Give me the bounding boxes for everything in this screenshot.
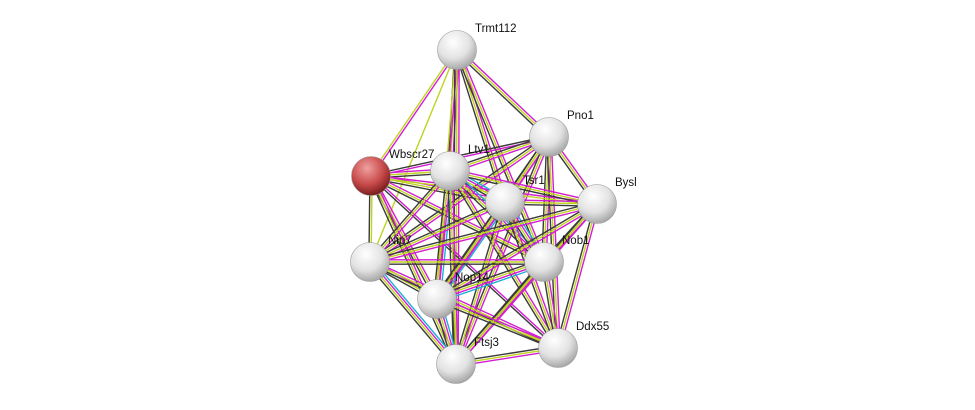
- edge-line-experiments: [437, 296, 560, 347]
- node-sphere[interactable]: [538, 328, 578, 368]
- node-label: Nop14: [455, 272, 489, 284]
- edge-line-textmining: [548, 136, 559, 349]
- edge-line-coexpression: [453, 260, 543, 364]
- node-bysl[interactable]: Bysl: [577, 177, 637, 224]
- edge-bysl-nip7[interactable]: [369, 201, 598, 265]
- edge-line-textmining: [449, 170, 457, 365]
- edge-line-textmining: [369, 201, 506, 263]
- edge-line-coexpression: [555, 203, 596, 348]
- node-sphere[interactable]: [417, 279, 457, 319]
- edge-line-experiments: [458, 47, 551, 136]
- edge-line-textmining: [368, 262, 456, 366]
- edge-trmt112-pno1[interactable]: [455, 47, 551, 140]
- edge-nip7-ftsj3[interactable]: [366, 259, 460, 367]
- edge-line-experiments: [371, 171, 453, 264]
- edge-trmt112-nip7[interactable]: [369, 49, 458, 263]
- edge-ltv1-nip7[interactable]: [367, 169, 453, 264]
- edge-line-textmining: [449, 170, 598, 205]
- edge-line-coexpression: [433, 199, 503, 298]
- edge-line-experiments: [457, 50, 460, 365]
- node-wbscr27[interactable]: Wbscr27: [351, 149, 435, 196]
- edge-line-experiments: [370, 260, 458, 364]
- node-sphere[interactable]: [436, 344, 476, 384]
- node-nop14[interactable]: Nop14: [417, 272, 490, 319]
- node-sphere[interactable]: [351, 156, 391, 196]
- edge-line-textmining: [455, 136, 550, 365]
- edge-trmt112-wbscr27[interactable]: [369, 48, 459, 178]
- edge-line-databases: [439, 203, 509, 302]
- node-nob1[interactable]: Nob1: [524, 235, 590, 282]
- edge-line-textmining: [369, 170, 451, 263]
- node-trmt112[interactable]: Trmt112: [437, 23, 517, 70]
- edge-line-experiments: [450, 168, 598, 203]
- edge-line-textmining: [369, 49, 458, 263]
- edge-line-coexpression: [541, 136, 548, 262]
- edge-line-experiments: [437, 205, 599, 302]
- edge-line-textmining: [436, 298, 559, 349]
- edge-line-coexpression: [368, 176, 455, 366]
- edge-line-coexpression: [368, 134, 549, 261]
- edge-line-coexpression: [435, 201, 597, 298]
- node-sphere[interactable]: [577, 184, 617, 224]
- node-label: Bysl: [615, 177, 637, 189]
- edge-line-experiments: [550, 136, 561, 348]
- node-label: Ftsj3: [474, 337, 499, 349]
- edge-line-experiments: [559, 204, 600, 349]
- edge-line-textmining: [369, 48, 457, 176]
- edge-line-textmining: [369, 203, 598, 263]
- node-label: Trmt112: [475, 23, 517, 35]
- edge-line-experiments: [457, 137, 552, 366]
- node-label: Pno1: [567, 110, 594, 122]
- edge-line-experiments: [371, 173, 546, 261]
- edge-line-coexpression: [368, 199, 505, 261]
- node-label: Nip7: [388, 235, 412, 247]
- edge-line-coexpression: [369, 201, 597, 261]
- node-sphere[interactable]: [485, 182, 525, 222]
- node-sphere[interactable]: [430, 151, 470, 191]
- node-tsr1[interactable]: Tsr1: [485, 175, 545, 222]
- node-sphere[interactable]: [524, 242, 564, 282]
- edge-line-experiments: [371, 50, 459, 178]
- edge-bysl-nop14[interactable]: [435, 201, 599, 302]
- edge-bysl-ddx55[interactable]: [555, 203, 600, 349]
- edge-line-coexpression: [447, 171, 455, 365]
- node-ddx55[interactable]: Ddx55: [538, 321, 610, 368]
- node-sphere[interactable]: [350, 242, 390, 282]
- edge-line-textmining: [456, 49, 550, 138]
- edge-line-experiments: [370, 205, 598, 265]
- edge-nip7-nob1[interactable]: [370, 259, 544, 265]
- edge-line-experiments: [372, 174, 440, 299]
- node-label: Wbscr27: [389, 149, 434, 161]
- node-nip7[interactable]: Nip7: [350, 235, 412, 282]
- edge-line-textmining: [455, 261, 545, 365]
- edge-line-experiments: [370, 259, 560, 347]
- node-label: Ddx55: [576, 321, 609, 333]
- edge-line-coexpression: [455, 51, 548, 140]
- edge-line-coexpression: [435, 300, 558, 351]
- edge-line-experiments: [457, 262, 547, 366]
- edge-line-textmining: [435, 170, 450, 299]
- node-label: Tsr1: [523, 175, 545, 187]
- edge-line-textmining: [557, 203, 598, 349]
- edge-line-coexpression: [433, 170, 448, 299]
- edge-line-textmining: [436, 203, 598, 300]
- edge-line-coexpression: [367, 169, 449, 262]
- edge-line-experiments: [451, 50, 460, 172]
- edge-line-textmining: [370, 175, 545, 263]
- edge-line-coexpression: [366, 263, 455, 367]
- edges-layer: [366, 47, 600, 367]
- edge-line-databases: [371, 259, 460, 363]
- edge-nob1-ftsj3[interactable]: [453, 260, 547, 366]
- node-sphere[interactable]: [529, 117, 569, 157]
- edge-line-textmining: [370, 175, 457, 365]
- node-label: Nob1: [562, 235, 590, 247]
- edge-nop14-ddx55[interactable]: [435, 296, 560, 351]
- node-sphere[interactable]: [437, 30, 477, 70]
- node-label: Ltv1: [468, 144, 490, 156]
- node-pno1[interactable]: Pno1: [529, 110, 594, 157]
- node-ftsj3[interactable]: Ftsj3: [436, 337, 499, 384]
- node-ltv1[interactable]: Ltv1: [430, 144, 490, 191]
